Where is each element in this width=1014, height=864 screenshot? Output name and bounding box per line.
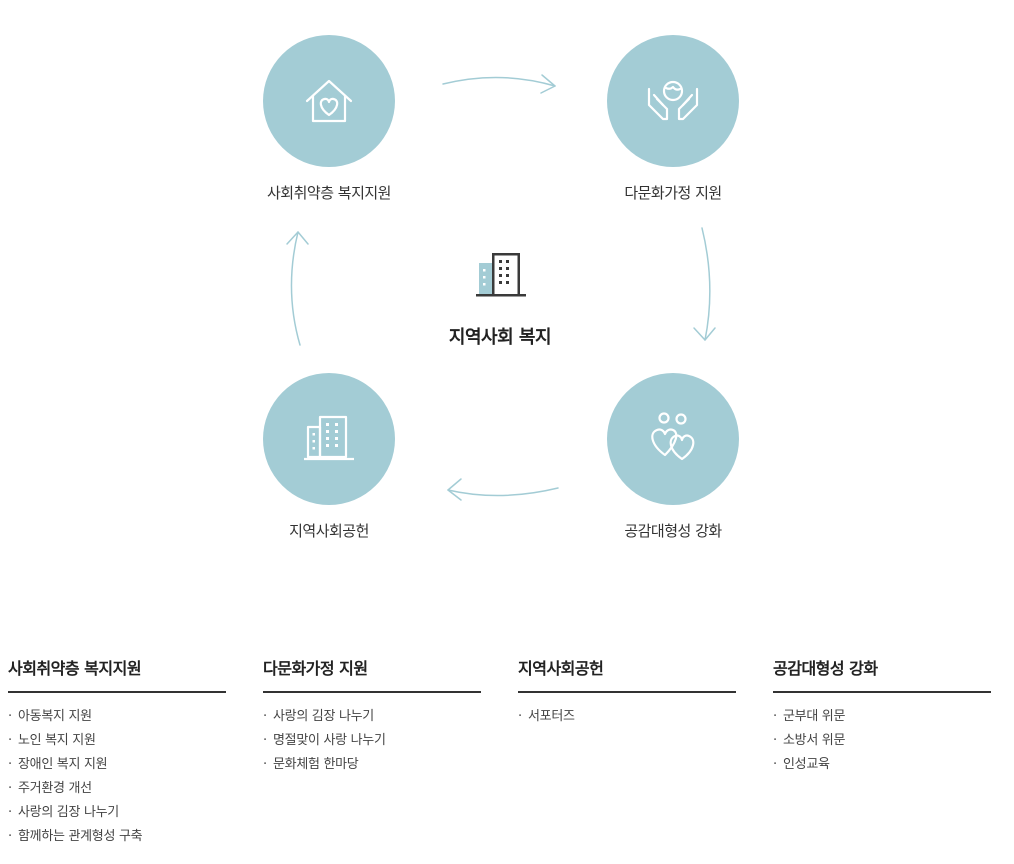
list-item: ·인성교육 xyxy=(773,757,830,772)
list-item: ·함께하는 관계형성 구축 xyxy=(8,829,143,844)
center-label: 지역사회 복지 xyxy=(448,327,552,348)
column-list: ·사랑의 김장 나누기 ·명절맞이 사랑 나누기 ·문화체험 한마당 xyxy=(263,705,481,777)
node-label-vulnerable-welfare: 사회취약층 복지지원 xyxy=(267,184,391,202)
column-empathy: 공감대형성 강화 ·군부대 위문 ·소방서 위문 ·인성교육 xyxy=(773,655,991,777)
node-circle-community xyxy=(263,373,395,505)
cycle-arrows xyxy=(286,74,716,501)
list-item: ·소방서 위문 xyxy=(773,733,846,748)
cycle-diagram: 사회취약층 복지지원 다문화가정 지원 xyxy=(263,35,739,540)
list-item: ·문화체험 한마당 xyxy=(263,757,359,772)
column-vulnerable-welfare: 사회취약층 복지지원 ·아동복지 지원 ·노인 복지 지원 ·장애인 복지 지원… xyxy=(8,655,226,849)
list-item: ·아동복지 지원 xyxy=(8,709,92,724)
building-icon xyxy=(304,415,354,461)
list-item: ·서포터즈 xyxy=(518,709,575,724)
node-label-community: 지역사회공헌 xyxy=(289,522,369,540)
list-item: ·명절맞이 사랑 나누기 xyxy=(263,733,386,748)
node-label-empathy: 공감대형성 강화 xyxy=(624,522,722,540)
column-community: 지역사회공헌 ·서포터즈 xyxy=(518,655,736,729)
list-item: ·사랑의 김장 나누기 xyxy=(8,805,119,820)
node-label-multicultural: 다문화가정 지원 xyxy=(624,184,722,202)
column-title: 사회취약층 복지지원 xyxy=(8,655,226,693)
arrow-right-down xyxy=(693,227,716,341)
list-item: ·주거환경 개선 xyxy=(8,781,92,796)
column-title: 지역사회공헌 xyxy=(518,655,736,693)
hands-globe-icon xyxy=(647,80,699,121)
building-icon xyxy=(476,253,526,297)
column-list: ·아동복지 지원 ·노인 복지 지원 ·장애인 복지 지원 ·주거환경 개선 ·… xyxy=(8,705,226,849)
node-circle-vulnerable-welfare xyxy=(263,35,395,167)
column-list: ·군부대 위문 ·소방서 위문 ·인성교육 xyxy=(773,705,991,777)
list-item: ·군부대 위문 xyxy=(773,709,846,724)
node-circle-empathy xyxy=(607,373,739,505)
node-circle-multicultural xyxy=(607,35,739,167)
list-item: ·장애인 복지 지원 xyxy=(8,757,108,772)
column-multicultural: 다문화가정 지원 ·사랑의 김장 나누기 ·명절맞이 사랑 나누기 ·문화체험 … xyxy=(263,655,481,777)
arrow-left-up xyxy=(286,231,309,346)
arrow-bottom-left xyxy=(447,478,559,501)
arrow-top-right xyxy=(442,74,556,94)
list-item: ·사랑의 김장 나누기 xyxy=(263,709,374,724)
column-title: 공감대형성 강화 xyxy=(773,655,991,693)
list-item: ·노인 복지 지원 xyxy=(8,733,96,748)
column-title: 다문화가정 지원 xyxy=(263,655,481,693)
house-heart-icon xyxy=(305,79,353,123)
column-list: ·서포터즈 xyxy=(518,705,736,729)
people-hearts-icon xyxy=(651,412,695,461)
